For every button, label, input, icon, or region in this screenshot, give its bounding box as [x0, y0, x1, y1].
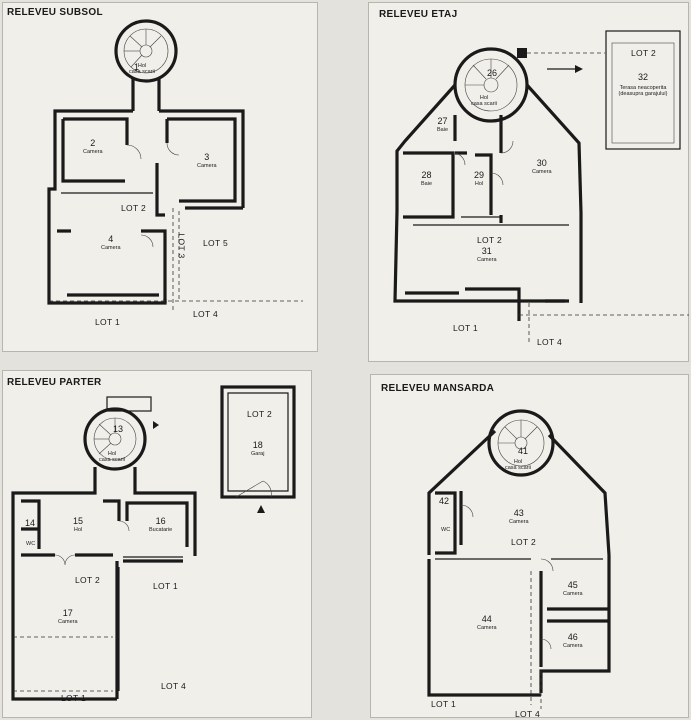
room-32-name: Terasa neacoperita (deasupra garajului) [618, 85, 668, 98]
lot-label: LOT 2 [511, 537, 536, 547]
room-43: 43 Camera [509, 508, 529, 525]
lot-label: LOT 2 [477, 235, 502, 245]
room-26-name: Hol casa scarii [471, 95, 497, 108]
floorplan-mansarda [427, 409, 611, 709]
room-16: 16 Bucatarie [149, 516, 173, 533]
room-number: 13 [113, 424, 124, 434]
room-name: Bucatarie [149, 526, 173, 533]
room-number: 42 [439, 496, 450, 506]
room-name: Garaj [251, 450, 265, 457]
room-number: 18 [252, 440, 263, 450]
lot-label: LOT 1 [153, 581, 178, 591]
room-29: 29 Hol [474, 170, 485, 187]
plan-title-etaj: RELEVEU ETAJ [379, 9, 458, 20]
room-name: Camera [197, 162, 217, 169]
room-number: 46 [567, 632, 578, 642]
lot-label: LOT 4 [537, 337, 562, 347]
room-13: 13 [113, 424, 124, 435]
room-46: 46 Camera [563, 632, 583, 649]
room-name: Hol [73, 526, 83, 533]
room-42-name: WC [441, 527, 451, 533]
sheet-subsol: RELEVEU SUBSOL 1 Hol casa scarii [2, 2, 318, 352]
lot-label: LOT 2 [631, 48, 656, 58]
room-18: 18 Garaj [251, 440, 265, 457]
lot-label: LOT 1 [431, 699, 456, 709]
room-number: 2 [90, 138, 96, 148]
room-17: 17 Camera [58, 608, 78, 625]
room-1: 1 [134, 62, 140, 73]
room-45: 45 Camera [563, 580, 583, 597]
lot-label: LOT 5 [203, 238, 228, 248]
room-number: 27 [437, 116, 448, 126]
lot-label: LOT 4 [161, 681, 186, 691]
lot-label: LOT 4 [193, 309, 218, 319]
room-number: 30 [536, 158, 547, 168]
plan-title-mansarda: RELEVEU MANSARDA [381, 383, 495, 394]
room-name: Camera [563, 642, 583, 649]
floorplan-subsol [47, 19, 303, 313]
room-number: 4 [108, 234, 114, 244]
room-number: 43 [513, 508, 524, 518]
room-name: Camera [58, 618, 78, 625]
lot-label: LOT 1 [453, 323, 478, 333]
room-number: 45 [567, 580, 578, 590]
lot-label: LOT 2 [247, 409, 272, 419]
sheet-parter: RELEVEU PARTER 13 Hol casa scarii 14 WC [2, 370, 312, 718]
room-number: 1 [134, 62, 140, 72]
room-number: 31 [481, 246, 492, 256]
room-number: 17 [62, 608, 73, 618]
room-1-name: Hol casa scarii [129, 63, 155, 76]
sheet-mansarda: RELEVEU MANSARDA 41 Hol casa scarii 42 W… [370, 374, 689, 719]
lot-label: LOT 1 [61, 693, 86, 703]
sheet-etaj: RELEVEU ETAJ 26 Hol casa scarii [368, 2, 689, 362]
room-41: 41 [518, 446, 529, 457]
room-number: 28 [421, 170, 432, 180]
plan-title-subsol: RELEVEU SUBSOL [7, 7, 103, 18]
room-name: Camera [509, 518, 529, 525]
room-4: 4 Camera [101, 234, 121, 251]
lot-label: LOT 3 [176, 233, 187, 259]
room-number: 41 [518, 446, 529, 456]
room-28: 28 Baie [421, 170, 433, 187]
room-3: 3 Camera [197, 152, 217, 169]
room-name: Camera [563, 590, 583, 597]
lot-label: LOT 4 [515, 709, 540, 719]
lot-label: LOT 2 [75, 575, 100, 585]
room-44: 44 Camera [477, 614, 497, 631]
room-27: 27 Baie [437, 116, 449, 133]
room-number: 44 [481, 614, 492, 624]
room-name: Camera [477, 624, 497, 631]
room-2: 2 Camera [83, 138, 103, 155]
room-13-name: Hol casa scarii [99, 451, 125, 464]
room-42: 42 [439, 496, 450, 507]
lot-label: LOT 1 [95, 317, 120, 327]
floorplan-parter [11, 385, 296, 701]
room-number: 3 [204, 152, 210, 162]
room-name: Camera [101, 244, 121, 251]
room-number: 32 [637, 72, 648, 82]
room-number: 14 [25, 518, 36, 528]
room-name: Baie [421, 180, 433, 187]
room-name: Baie [437, 126, 449, 133]
floorplan-etaj [393, 30, 689, 343]
room-41-name: Hol casa scarii [505, 459, 531, 472]
room-name: Camera [532, 168, 552, 175]
room-number: 26 [487, 68, 498, 78]
room-name: Camera [477, 256, 497, 263]
room-number: 16 [155, 516, 166, 526]
room-number: 29 [474, 170, 485, 180]
room-14-name: WC [26, 541, 36, 547]
room-15: 15 Hol [73, 516, 84, 533]
room-30: 30 Camera [532, 158, 552, 175]
room-number: 15 [73, 516, 84, 526]
room-31: 31 Camera [477, 246, 497, 263]
room-26: 26 [487, 68, 498, 79]
room-14: 14 [25, 518, 36, 529]
room-32: 32 [617, 72, 669, 83]
lot-label: LOT 2 [121, 203, 146, 213]
room-name: Hol [474, 180, 484, 187]
room-name: Camera [83, 148, 103, 155]
plan-title-parter: RELEVEU PARTER [7, 377, 102, 388]
